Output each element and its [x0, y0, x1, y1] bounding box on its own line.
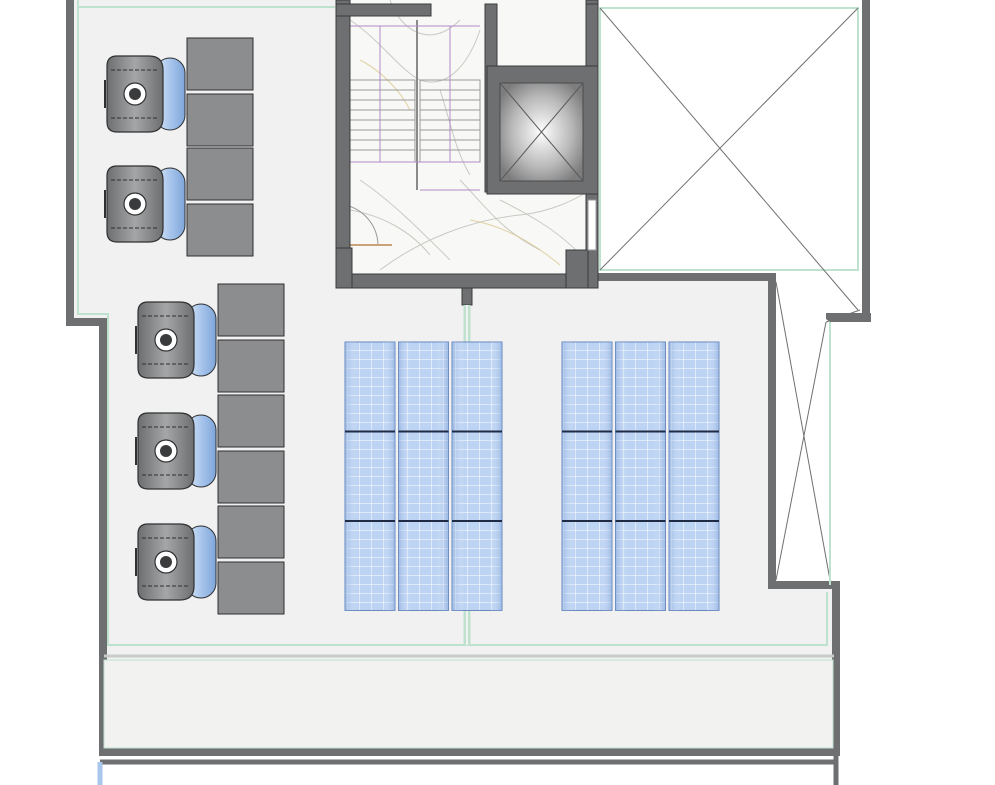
marble-veins — [349, 0, 591, 271]
control-panel — [217, 450, 285, 504]
solar-array — [344, 341, 503, 611]
core-pier-left — [335, 247, 353, 289]
control-panel — [186, 93, 254, 147]
balcony-strip — [103, 659, 834, 749]
control-panel — [217, 394, 285, 448]
staircase-icon — [344, 20, 481, 246]
control-panel — [217, 339, 285, 393]
void-wall-ledge — [826, 313, 871, 322]
control-panel — [186, 37, 254, 91]
tank-hatch-core — [129, 88, 141, 100]
water-tank-unit — [104, 147, 254, 257]
control-panel — [217, 505, 285, 559]
solar-panel-arrays — [344, 341, 720, 611]
core-wall-top — [335, 3, 432, 17]
water-tank-unit — [135, 505, 285, 615]
tank-hatch-core — [129, 198, 141, 210]
core-wall-left — [335, 0, 351, 289]
control-panel — [217, 561, 285, 615]
solar-array — [561, 341, 720, 611]
stair-elevator-core — [335, 0, 599, 289]
water-tank-unit — [104, 37, 254, 147]
water-tank-units — [104, 37, 285, 615]
elevator-cross-icon — [499, 82, 584, 182]
slab-inner-edge — [77, 0, 828, 646]
core-wall-bottom — [335, 273, 599, 289]
water-tank-unit — [135, 394, 285, 504]
tank-hatch-core — [160, 445, 172, 457]
control-panel — [217, 283, 285, 337]
control-panel — [186, 147, 254, 201]
control-panel — [186, 203, 254, 257]
core-door-frame — [587, 199, 597, 251]
water-tank-unit — [135, 283, 285, 393]
core-pier-right — [565, 249, 589, 289]
tank-hatch-core — [160, 556, 172, 568]
tank-hatch-core — [160, 334, 172, 346]
